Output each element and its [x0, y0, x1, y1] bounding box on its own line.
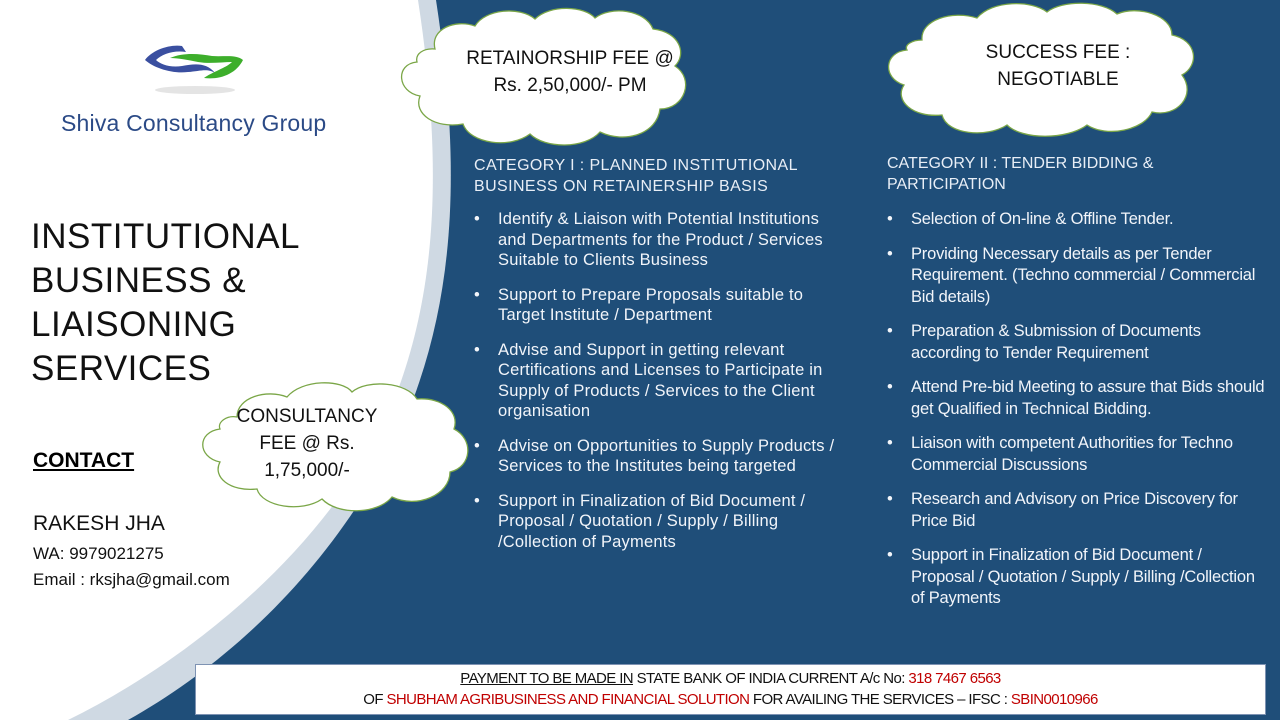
retainership-fee-amount: Rs. 2,50,000/- PM [493, 75, 647, 96]
page-title: INSTITUTIONAL BUSINESS & LIAISONING SERV… [31, 215, 300, 391]
leaf-swirl-logo-icon [145, 45, 243, 94]
category1-heading-line: CATEGORY I : PLANNED INSTITUTIONAL [474, 157, 798, 174]
bank-text: STATE BANK OF INDIA CURRENT A/c No: [633, 670, 909, 687]
company-name: Shiva Consultancy Group [61, 110, 327, 136]
list-item: Support to Prepare Proposals suitable to… [474, 285, 849, 326]
retainership-fee: RETAINORSHIP FEE @ Rs. 2,50,000/- PM [420, 45, 720, 99]
list-item: Preparation & Submission of Documents ac… [887, 321, 1267, 364]
category2-heading-line: CATEGORY II : TENDER BIDDING & [887, 155, 1154, 172]
list-item: Advise and Support in getting relevant C… [474, 340, 849, 422]
cloud-retainership-shape [400, 7, 687, 146]
success-fee: SUCCESS FEE : NEGOTIABLE [908, 39, 1208, 93]
category1-heading-line: BUSINESS ON RETAINERSHIP BASIS [474, 178, 769, 195]
list-item: Liaison with competent Authorities for T… [887, 433, 1267, 476]
success-fee-label: SUCCESS FEE : [985, 42, 1131, 63]
consultancy-fee: CONSULTANCY FEE @ Rs. 1,75,000/- [232, 403, 382, 484]
account-name: SHUBHAM AGRIBUSINESS AND FINANCIAL SOLUT… [386, 691, 750, 708]
of-text: OF [363, 691, 387, 708]
category1-heading: CATEGORY I : PLANNED INSTITUTIONAL BUSIN… [474, 155, 854, 197]
consultancy-fee-label-2: FEE @ Rs. [259, 433, 355, 454]
category2-heading-line: PARTICIPATION [887, 176, 1006, 193]
list-item: Identify & Liaison with Potential Instit… [474, 209, 849, 271]
retainership-fee-label: RETAINORSHIP FEE @ [466, 48, 674, 69]
payment-line-2: OF SHUBHAM AGRIBUSINESS AND FINANCIAL SO… [196, 689, 1265, 710]
success-fee-value: NEGOTIABLE [997, 69, 1119, 90]
contact-name: RAKESH JHA [33, 512, 165, 535]
list-item: Selection of On-line & Offline Tender. [887, 209, 1267, 231]
cloud-consultancy-shape [202, 382, 469, 512]
title-line: SERVICES [31, 349, 212, 388]
payment-line-1: PAYMENT TO BE MADE IN STATE BANK OF INDI… [196, 668, 1265, 689]
contact-whatsapp: WA: 9979021275 [33, 544, 164, 563]
title-line: INSTITUTIONAL [31, 217, 301, 256]
ifsc-code: SBIN0010966 [1010, 691, 1098, 708]
contact-email[interactable]: Email : rksjha@gmail.com [33, 570, 230, 589]
payment-info-box: PAYMENT TO BE MADE IN STATE BANK OF INDI… [195, 664, 1266, 715]
title-line: BUSINESS & [31, 261, 247, 300]
logo [140, 38, 250, 98]
category2-heading: CATEGORY II : TENDER BIDDING & PARTICIPA… [887, 153, 1267, 195]
payment-label: PAYMENT TO BE MADE IN [460, 670, 634, 687]
list-item: Providing Necessary details as per Tende… [887, 244, 1267, 309]
list-item: Research and Advisory on Price Discovery… [887, 489, 1267, 532]
list-item: Support in Finalization of Bid Document … [474, 491, 849, 553]
account-number: 318 7467 6563 [908, 670, 1001, 687]
title-line: LIAISONING [31, 305, 237, 344]
category1-list: Identify & Liaison with Potential Instit… [474, 209, 849, 566]
consultancy-fee-label: CONSULTANCY [236, 406, 378, 427]
cloud-success-shape [887, 2, 1195, 137]
contact-heading: CONTACT [33, 449, 135, 472]
list-item: Support in Finalization of Bid Document … [887, 545, 1267, 610]
consultancy-fee-amount: 1,75,000/- [264, 460, 350, 481]
list-item: Attend Pre-bid Meeting to assure that Bi… [887, 377, 1267, 420]
purpose-text: FOR AVAILING THE SERVICES – IFSC : [749, 691, 1011, 708]
list-item: Advise on Opportunities to Supply Produc… [474, 436, 849, 477]
category2-list: Selection of On-line & Offline Tender. P… [887, 209, 1267, 623]
